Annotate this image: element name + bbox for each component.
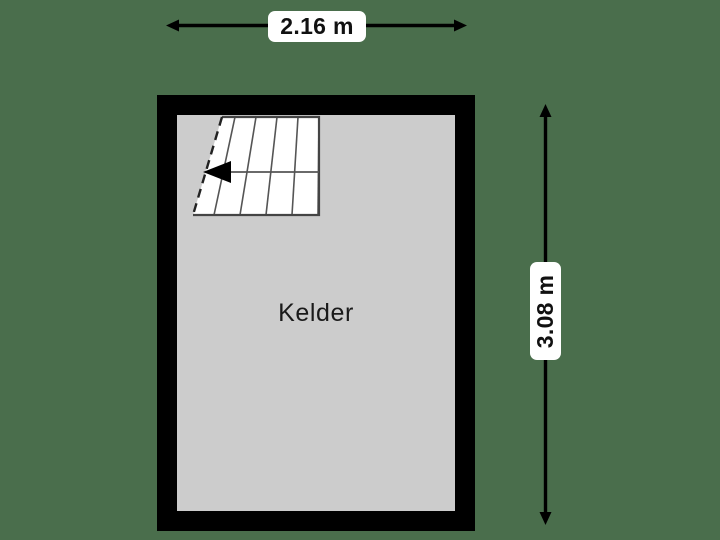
tread-line: [265, 117, 278, 215]
dimension-width-value: 2.16 m: [280, 13, 354, 39]
tread-line: [291, 117, 299, 215]
staircase-body: [193, 117, 319, 215]
dimension-width-label: 2.16 m: [268, 11, 366, 42]
dimension-height-label: 3.08 m: [530, 262, 561, 360]
staircase-direction-arrow-icon: [203, 161, 231, 183]
dimension-height-value: 3.08 m: [532, 274, 558, 348]
staircase: [191, 115, 321, 217]
staircase-dashed-edge: [191, 116, 224, 216]
tread-line: [239, 117, 257, 215]
room-label-kelder: Kelder: [278, 299, 354, 327]
staircase-outline: [193, 115, 321, 217]
